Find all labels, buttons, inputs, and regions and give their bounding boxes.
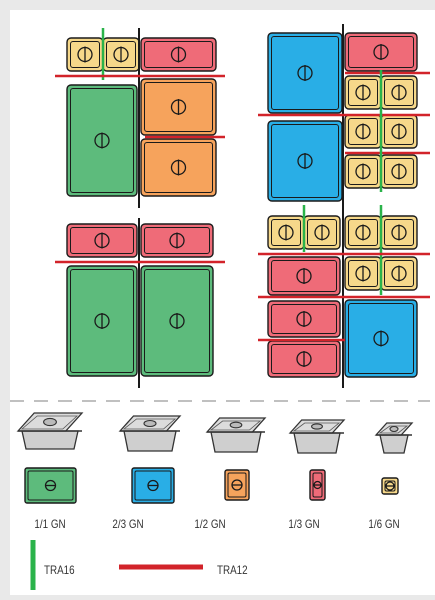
size-label-1-6: 1/6 GN bbox=[366, 517, 402, 531]
size-label-1-1: 1/1 GN bbox=[32, 517, 68, 531]
pan-1-2-illustration bbox=[207, 418, 265, 452]
pan-2-3-illustration bbox=[120, 416, 180, 451]
legend-tra16-label: TRA16 bbox=[44, 563, 75, 577]
size-label-2-3: 2/3 GN bbox=[110, 517, 146, 531]
legend-tra12-label: TRA12 bbox=[217, 563, 248, 577]
size-label-1-2: 1/2 GN bbox=[192, 517, 228, 531]
size-label-1-3: 1/3 GN bbox=[286, 517, 322, 531]
pan-1-3-illustration bbox=[290, 420, 344, 453]
